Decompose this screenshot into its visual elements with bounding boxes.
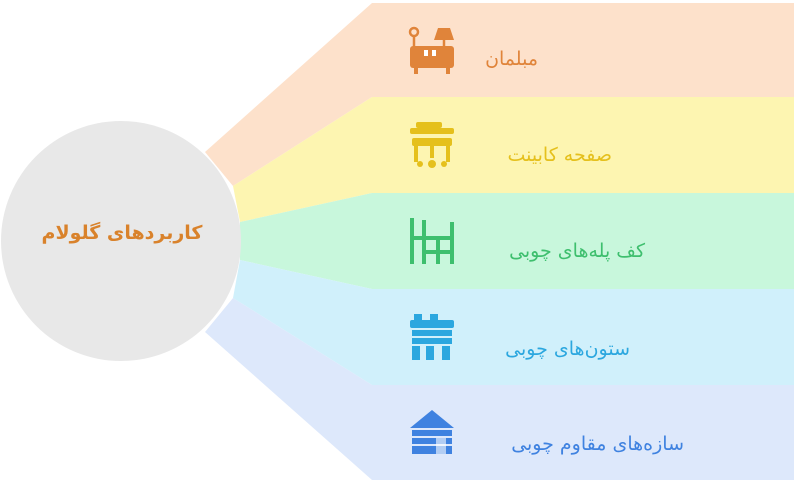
band-furniture bbox=[205, 3, 794, 186]
band-columns bbox=[233, 260, 794, 385]
cabinet-icon bbox=[410, 122, 454, 168]
furniture-icon bbox=[408, 26, 454, 74]
label-furniture: مبلمان bbox=[485, 48, 538, 70]
label-stairs: کف پله‌های چوبی bbox=[509, 240, 645, 262]
hub-circle bbox=[1, 121, 241, 361]
band-structures bbox=[205, 298, 794, 480]
band-stairs bbox=[240, 193, 794, 289]
stairs-icon bbox=[410, 218, 454, 264]
label-structures: سازه‌های مقاوم چوبی bbox=[511, 433, 684, 455]
hub-title: کاربردهای گلولام bbox=[41, 222, 203, 244]
label-columns: ستون‌های چوبی bbox=[505, 338, 630, 360]
columns-icon bbox=[410, 314, 454, 360]
house-structure-icon bbox=[410, 410, 454, 454]
band-cabinet bbox=[233, 97, 794, 222]
label-cabinet: صفحه کابینت bbox=[507, 144, 612, 166]
